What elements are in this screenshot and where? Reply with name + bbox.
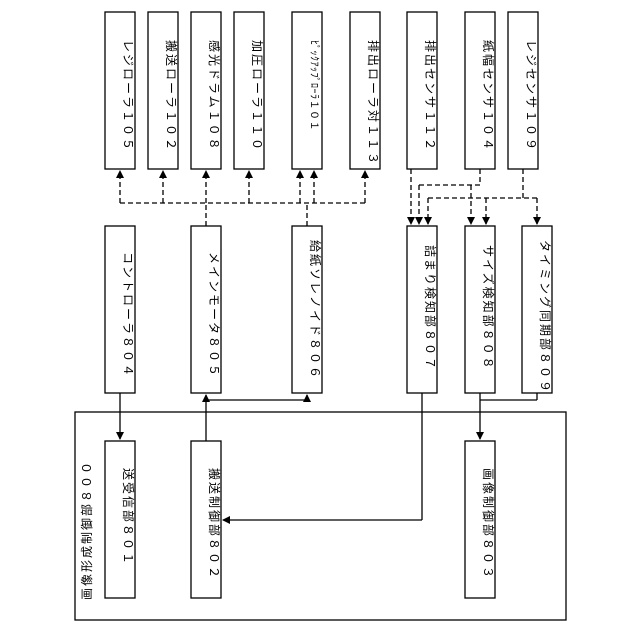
controller-label: コントローラ８０４ (121, 252, 135, 378)
frame-label: 画像形成制御部８００ (79, 460, 94, 600)
transport-roller-label: 搬送ローラ１０２ (164, 40, 179, 152)
image-control-label: 画像制御部８０３ (481, 468, 496, 580)
pickup-roller-label: ﾋﾟｯｸｱｯﾌﾟﾛｰﾗ１０１ (308, 40, 320, 131)
timing-sync-label: タイミング同期部８０９ (538, 240, 553, 394)
transport-control-label: 搬送制御部８０２ (207, 468, 222, 580)
paper-width-sensor-label: 紙幅センサ１０４ (481, 40, 496, 152)
jam-detector-label: 詰まり検知部８０７ (423, 245, 438, 371)
sensor-dashed-lines (411, 169, 537, 224)
feed-solenoid-label: 給紙ソレノイド８０６ (308, 240, 323, 380)
discharge-sensor-label: 排出センサ１１２ (423, 40, 437, 152)
photosensitive-drum-label: 感光ドラム１０８ (207, 40, 222, 152)
main-motor-label: メインモータ８０５ (207, 252, 221, 378)
size-detector-label: サイズ検知部８０８ (481, 245, 496, 371)
resist-roller-label: レジローラ１０５ (121, 40, 135, 152)
discharge-roller-pair-label: 排出ローラ対１１３ (366, 40, 380, 166)
pressure-roller-label: 加圧ローラ１１０ (250, 40, 264, 152)
actuator-dashed-bus (120, 171, 365, 226)
resist-sensor-label: レジセンサ１０９ (524, 40, 538, 152)
communication-label: 送受信部８０１ (121, 468, 136, 566)
roller-boxes (105, 12, 380, 169)
